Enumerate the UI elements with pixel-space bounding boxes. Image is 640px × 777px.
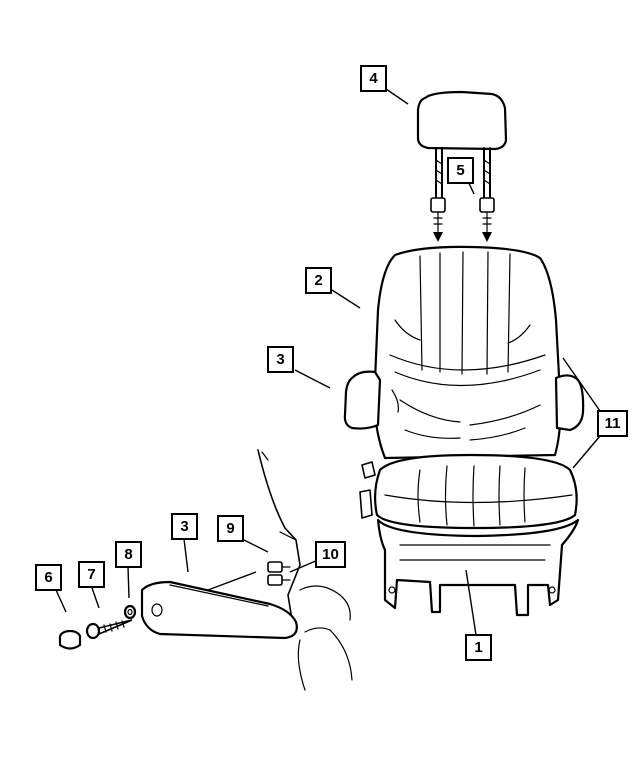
side-bracket: [257, 449, 353, 691]
callout-3-upper-label: 3: [276, 351, 284, 368]
callout-5: 5: [447, 157, 474, 184]
callout-3-upper: 3: [267, 346, 294, 373]
callout-11-label: 11: [605, 415, 621, 432]
headrest: [416, 90, 508, 199]
washer: [123, 604, 137, 620]
callout-9: 9: [217, 515, 244, 542]
headrest-guide-left: [430, 197, 446, 242]
callout-2-label: 2: [314, 272, 322, 289]
callout-5-label: 5: [456, 162, 464, 179]
seat-base-frame: [359, 461, 580, 617]
callout-9-label: 9: [226, 520, 234, 537]
callout-6-label: 6: [44, 569, 52, 586]
armrest-left-mounted: [343, 370, 382, 430]
headrest-guide-right: [479, 197, 495, 242]
screw: [85, 619, 133, 640]
callout-10-label: 10: [322, 546, 339, 563]
armrest-right-mounted: [554, 374, 585, 432]
pivot-bolt-upper: [267, 561, 291, 573]
callout-11: 11: [597, 410, 628, 437]
pivot-bolt-lower: [267, 574, 291, 586]
callout-1-label: 1: [474, 639, 482, 656]
callout-3-lower: 3: [171, 513, 198, 540]
callout-7: 7: [78, 561, 105, 588]
callout-6: 6: [35, 564, 62, 591]
callout-8-label: 8: [124, 546, 132, 563]
callout-4: 4: [360, 65, 387, 92]
seat-back: [373, 245, 562, 460]
callout-4-label: 4: [369, 70, 378, 87]
callout-8: 8: [115, 541, 142, 568]
callout-1: 1: [465, 634, 492, 661]
armrest-detached: [140, 580, 298, 640]
callout-2: 2: [305, 267, 332, 294]
seat-cushion: [373, 453, 578, 530]
leader-lines: [55, 88, 601, 636]
callout-10: 10: [315, 541, 346, 568]
callout-3-lower-label: 3: [180, 518, 188, 535]
screw-cap: [58, 629, 82, 650]
callout-7-label: 7: [87, 566, 95, 583]
